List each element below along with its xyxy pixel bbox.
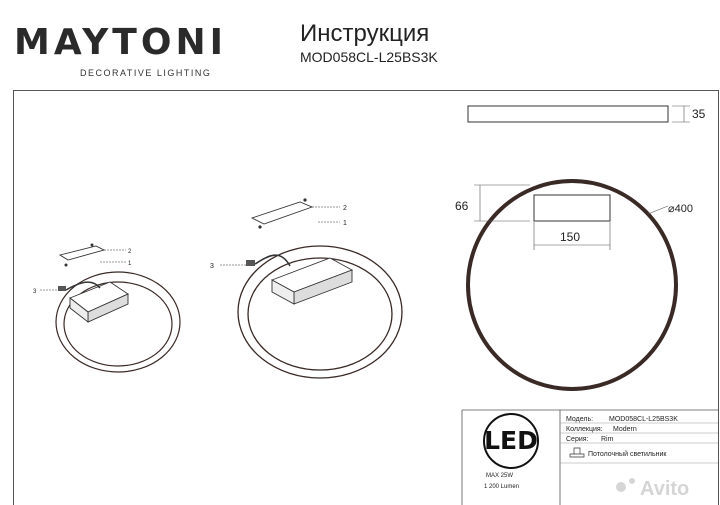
led-badge-ring (483, 413, 539, 469)
callout-large-3: 3 (210, 263, 214, 270)
spec-collection-value: Modern (613, 426, 637, 433)
bracket-large (250, 201, 314, 225)
dimension-thickness: 35 (692, 107, 706, 121)
watermark: Avito (616, 478, 689, 500)
base-front-small (69, 297, 89, 323)
cable-large (254, 254, 291, 267)
document-model: MOD058CL-L25BS3K (300, 49, 438, 65)
ceiling-lamp-icon (569, 447, 585, 458)
screw-large-a (303, 198, 307, 202)
dimension-base-width: 150 (560, 230, 580, 244)
screw-small-a (90, 243, 94, 247)
screw-large-b (258, 225, 262, 229)
brand-tagline: DECORATIVE LIGHTING (80, 68, 212, 78)
watermark-text: Avito (640, 478, 689, 500)
ring-outer-large (237, 245, 403, 379)
led-lumen: 1 200 Lumen (484, 484, 519, 490)
spec-model-label: Модель: (566, 416, 593, 423)
spec-model-value: MOD058CL-L25BS3K (609, 416, 678, 423)
spec-type-value: Потолочный светильник (588, 450, 667, 458)
connector-small (58, 286, 66, 291)
connector-large (246, 260, 255, 266)
base-front-view (533, 194, 611, 222)
brand-logo: MAYTONI (14, 22, 227, 63)
ring-inner-small (63, 281, 173, 367)
lamp-view-small (40, 243, 181, 373)
ring-front (466, 179, 678, 391)
led-power: MAX 25W (486, 473, 513, 479)
cable-small (65, 281, 101, 291)
document-title: Инструкция (300, 20, 430, 47)
lamp-view-large (220, 198, 403, 379)
callout-large-2: 2 (343, 205, 347, 212)
callout-small-3: 3 (33, 289, 37, 295)
info-block (461, 409, 718, 505)
dimension-diameter: ⌀400 (668, 203, 693, 215)
ring-inner-large (247, 257, 393, 371)
side-profile (467, 105, 690, 123)
front-view (466, 179, 678, 391)
callout-small-2: 2 (128, 249, 132, 255)
ring-outer-small (55, 271, 181, 373)
spec-series-value: Rim (601, 436, 614, 443)
drawing-frame (13, 90, 719, 505)
callout-large-1: 1 (343, 220, 347, 227)
spec-collection-label: Коллекция: (566, 426, 603, 433)
screw-small-b (64, 263, 68, 267)
base-front-large (271, 279, 295, 305)
spec-series-label: Серия: (566, 436, 589, 443)
bracket-small (58, 245, 106, 261)
watermark-dot-icon (616, 482, 626, 492)
led-badge-label: LED (484, 426, 538, 455)
callout-small-1: 1 (128, 261, 132, 267)
dimension-base-height: 66 (455, 199, 469, 213)
